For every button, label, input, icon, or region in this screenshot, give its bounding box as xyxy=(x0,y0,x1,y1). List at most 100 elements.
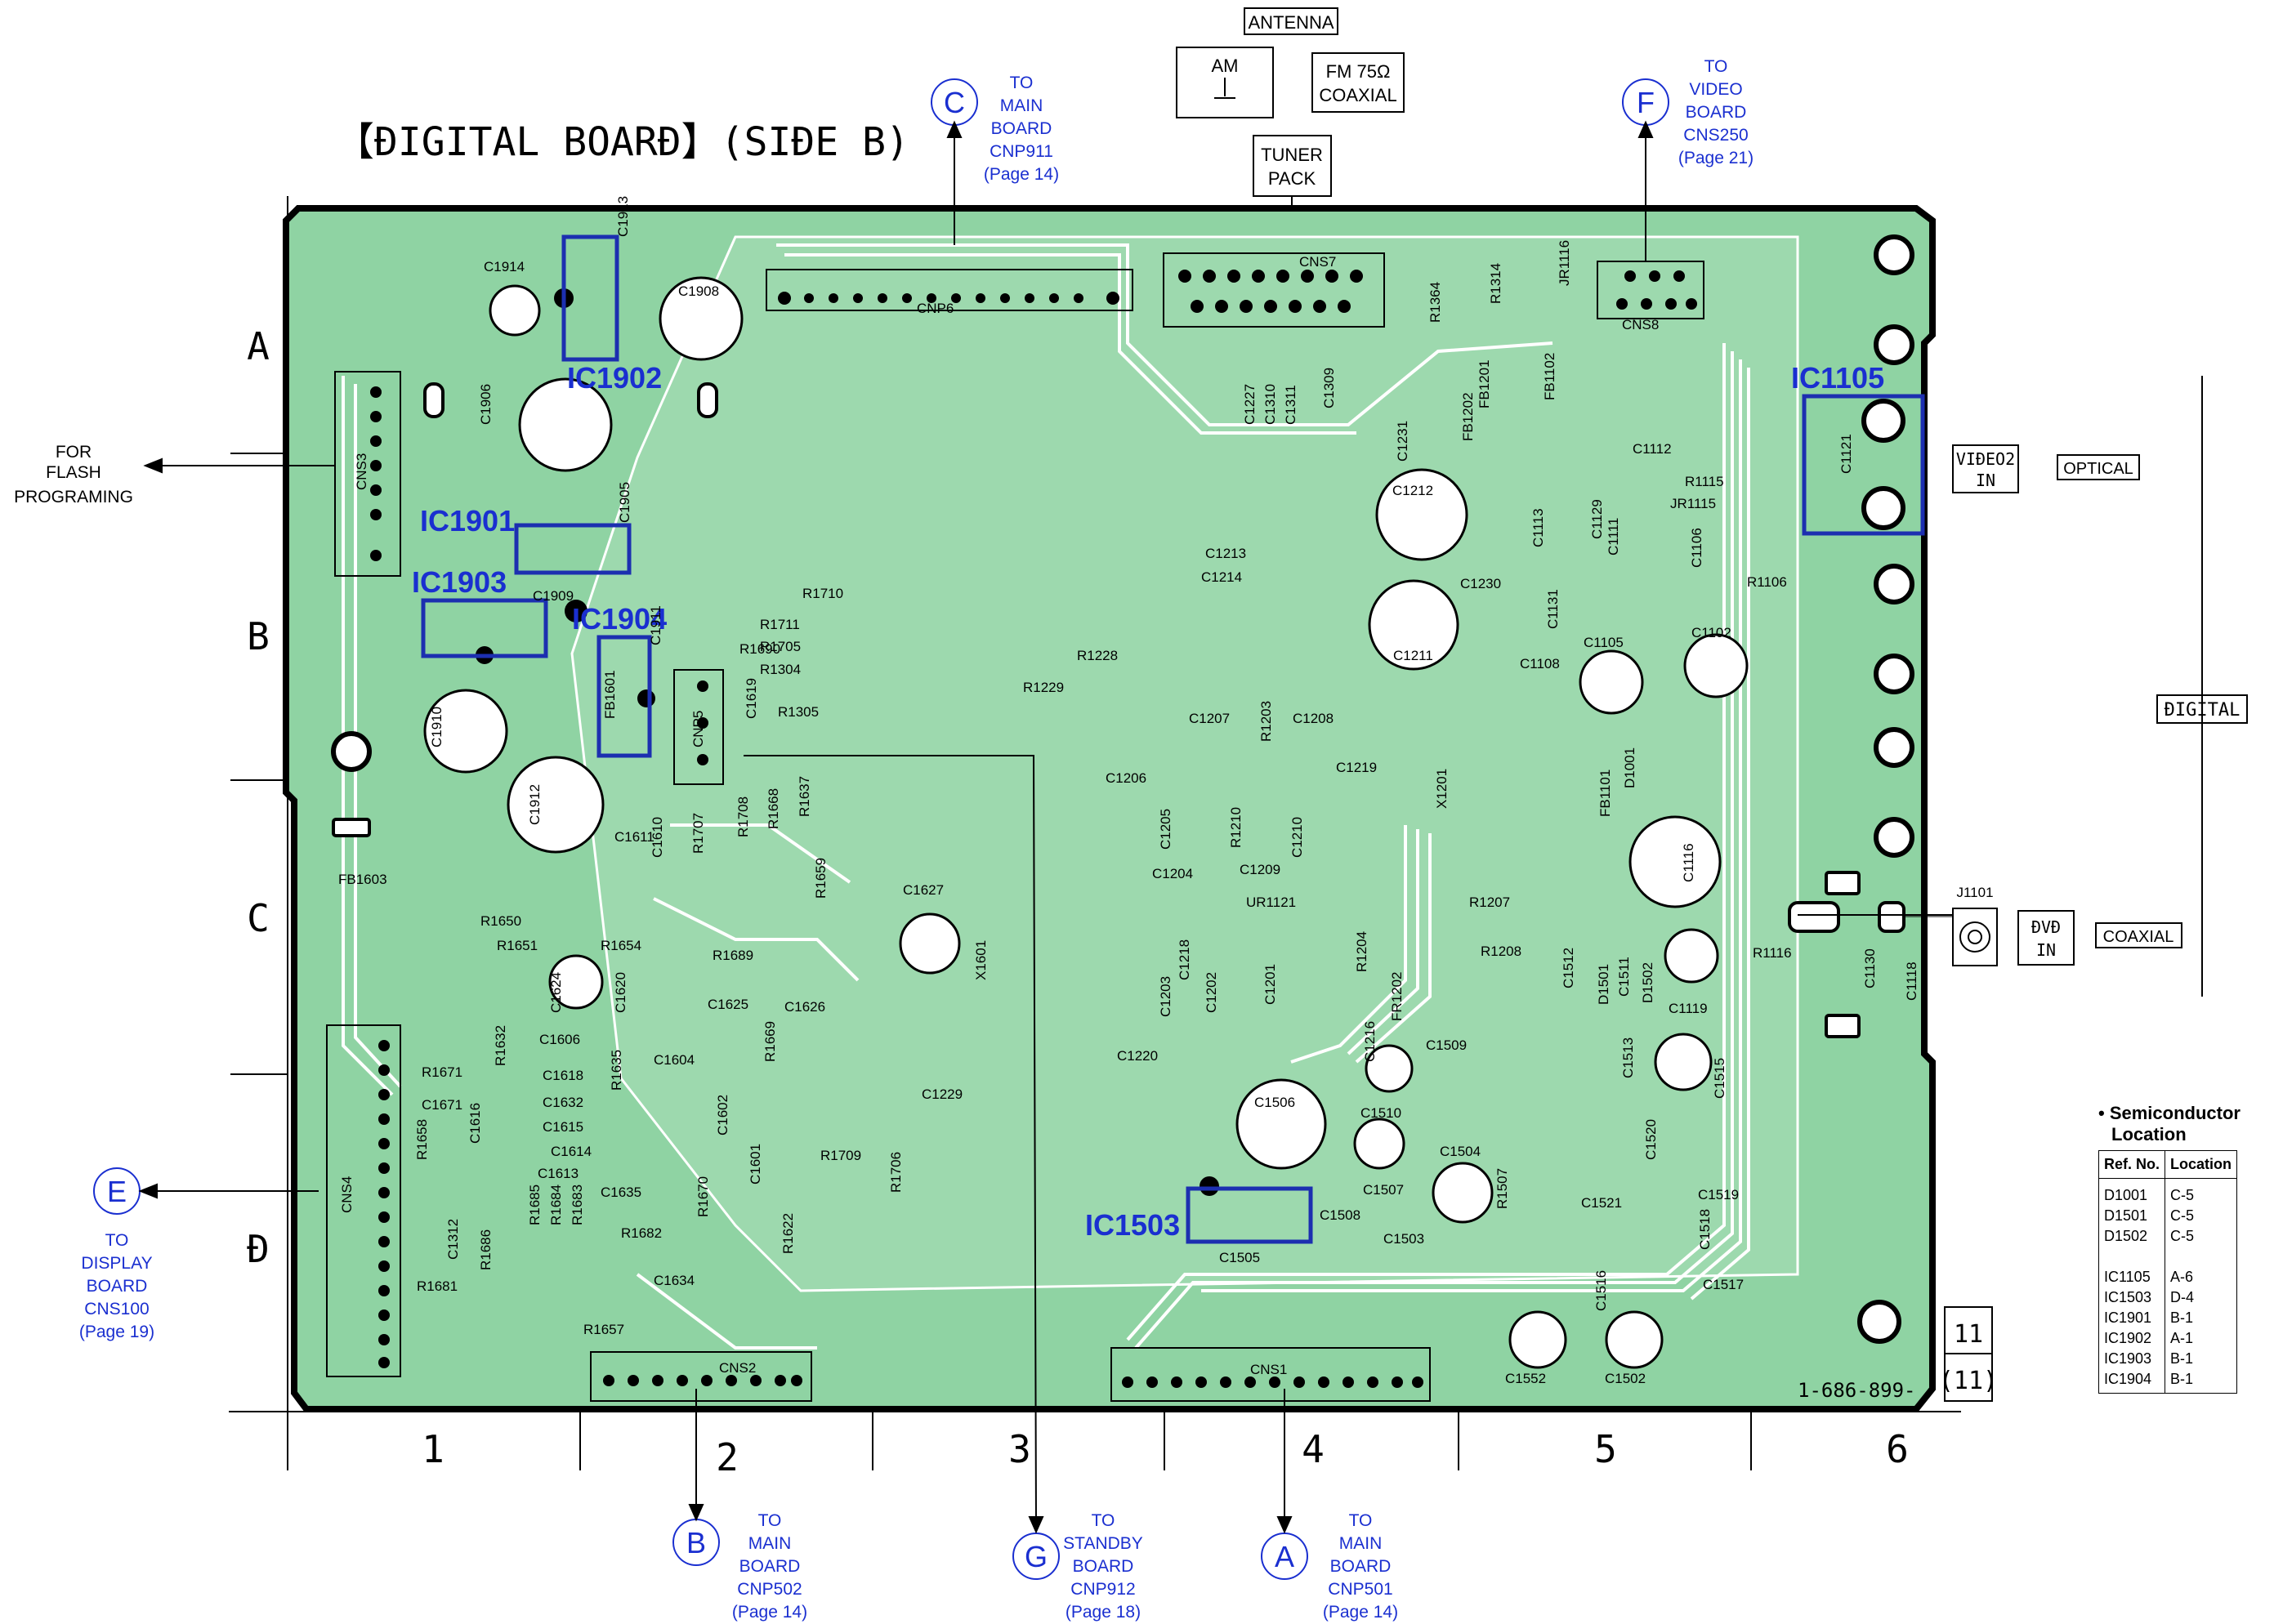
component-label: X1601 xyxy=(973,940,989,980)
ref-no-cell: IC1105 xyxy=(2098,1267,2166,1287)
ic1904-outline xyxy=(596,635,652,758)
component-label: R1671 xyxy=(422,1064,462,1080)
component-label: C1610 xyxy=(650,817,665,858)
component-label: C1913 xyxy=(615,196,631,237)
component-label: C1521 xyxy=(1581,1195,1622,1211)
component-label: C1613 xyxy=(538,1166,579,1181)
conn-text-line: DISPLAY xyxy=(81,1254,152,1273)
ref-no-cell: IC1901 xyxy=(2098,1308,2166,1328)
component-label: C1113 xyxy=(1530,508,1546,547)
component-label: C1216 xyxy=(1362,1021,1378,1062)
component-label: C1102 xyxy=(1691,625,1731,640)
flash-line-1: FOR xyxy=(56,443,92,462)
conn-text-line: MAIN xyxy=(1000,96,1043,115)
j1101-jack xyxy=(1952,908,1998,966)
component-label: C1230 xyxy=(1460,576,1501,591)
component-label: R1115 xyxy=(1685,474,1724,489)
location-cell: B-1 xyxy=(2165,1308,2238,1328)
component-label: R1635 xyxy=(609,1050,624,1091)
component-label: C1509 xyxy=(1426,1037,1467,1053)
component-label: D1501 xyxy=(1596,964,1611,1005)
ic1902-label: IC1902 xyxy=(567,361,662,395)
ic1902-outline xyxy=(561,234,619,362)
component-label: R1632 xyxy=(493,1025,508,1066)
component-label: C1620 xyxy=(613,972,628,1013)
component-label: JR1115 xyxy=(1670,496,1716,511)
col-label-6: 6 xyxy=(1886,1427,1909,1471)
ic1503-outline xyxy=(1186,1186,1313,1244)
component-label: C1202 xyxy=(1204,972,1219,1013)
am-label: AM xyxy=(1212,56,1239,76)
component-label: R1705 xyxy=(760,639,801,654)
conn-letter-g: G xyxy=(1025,1540,1048,1573)
component-label: C1311 xyxy=(1283,385,1298,425)
conn-text-line: TO xyxy=(1010,74,1034,92)
ref-no-cell: D1502 xyxy=(2098,1226,2166,1247)
conn-letter-a: A xyxy=(1275,1540,1294,1573)
tuner-label: TUNER xyxy=(1261,145,1323,165)
col-label-1: 1 xyxy=(422,1427,445,1471)
component-label: C1229 xyxy=(922,1086,963,1102)
component-label: R1116 xyxy=(1753,945,1792,961)
row-label-a: A xyxy=(247,324,270,368)
component-label: C1510 xyxy=(1360,1105,1401,1121)
component-label: C1634 xyxy=(654,1273,695,1288)
component-label: R1305 xyxy=(778,704,819,720)
conn-text-line: BOARD xyxy=(1330,1557,1392,1576)
component-label: C1227 xyxy=(1242,384,1258,425)
conn-text-line: CNP912 xyxy=(1070,1580,1135,1599)
component-label: C1611 xyxy=(614,829,655,845)
cns7-outline xyxy=(1163,252,1385,328)
component-label: R1106 xyxy=(1747,574,1787,590)
page-number-paren: (11) xyxy=(1939,1367,1998,1395)
component-label: R1659 xyxy=(813,858,829,899)
cnp5-outline xyxy=(673,669,724,785)
component-label: C1905 xyxy=(617,482,632,523)
table-subtitle: Location xyxy=(2111,1124,2187,1144)
component-label: R1681 xyxy=(417,1278,458,1294)
component-label: JR1116 xyxy=(1557,240,1572,286)
cnp6-outline xyxy=(766,269,1133,311)
semiconductor-location-table: • Semiconductor Location Ref. No. Locati… xyxy=(2098,1103,2240,1394)
component-label: C1119 xyxy=(1669,1001,1708,1016)
component-label: R1685 xyxy=(527,1185,543,1225)
conn-text-line: VIDEO xyxy=(1689,80,1742,99)
page-title: 【ÐIGITAL BOARÐ】(SIÐE B) xyxy=(335,119,909,165)
component-label: C1507 xyxy=(1363,1182,1404,1198)
component-label: X1201 xyxy=(1434,769,1450,809)
table-row xyxy=(2098,1247,2238,1267)
col-label-5: 5 xyxy=(1594,1427,1617,1471)
component-label: C1201 xyxy=(1262,964,1278,1005)
component-label: R1622 xyxy=(780,1213,796,1254)
video2-label: VIÐEO2 xyxy=(1956,449,2015,469)
component-label: C1310 xyxy=(1262,384,1278,425)
location-cell: C-5 xyxy=(2165,1178,2238,1206)
conn-text-line: CNP502 xyxy=(737,1580,802,1599)
component-label: FB1601 xyxy=(602,670,618,719)
location-cell: B-1 xyxy=(2165,1369,2238,1394)
fm-box xyxy=(1311,52,1405,113)
component-label: C1208 xyxy=(1293,711,1334,726)
ref-no-cell: IC1503 xyxy=(2098,1287,2166,1308)
component-label: C1504 xyxy=(1440,1144,1481,1159)
conn-text-line: TO xyxy=(105,1231,129,1250)
component-label: C1112 xyxy=(1633,441,1672,457)
component-label: R1657 xyxy=(583,1322,624,1337)
component-label: C1231 xyxy=(1395,421,1410,462)
component-label: C1606 xyxy=(539,1032,580,1047)
component-label: R1710 xyxy=(802,586,843,601)
component-label: C1209 xyxy=(1240,862,1280,877)
component-label: R1689 xyxy=(713,948,753,963)
component-label: R1229 xyxy=(1023,680,1064,695)
component-label: C1906 xyxy=(478,384,494,425)
component-label: R1709 xyxy=(820,1148,861,1163)
